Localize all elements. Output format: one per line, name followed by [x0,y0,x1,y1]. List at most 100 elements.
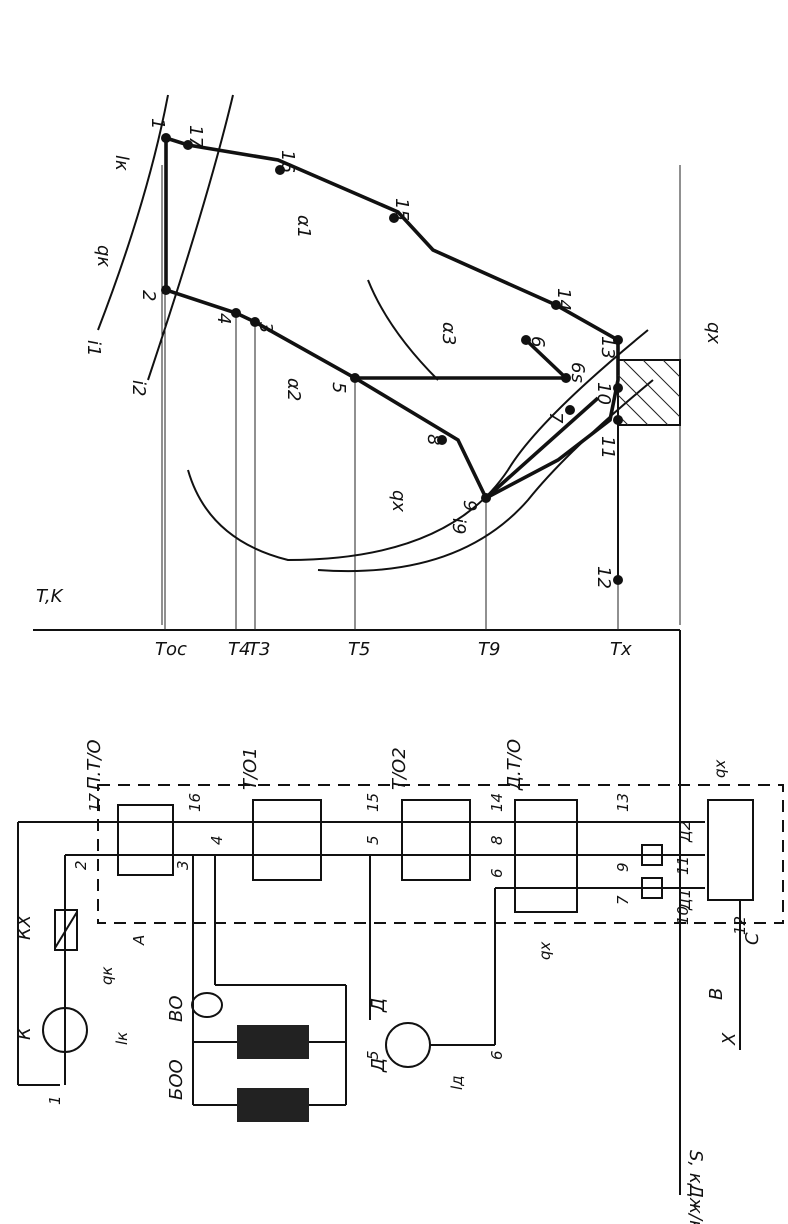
label-scheme-labels-a: А [130,935,148,946]
label-tos: Tос [155,639,187,660]
label-scheme-node_numbers-12: 11 [674,856,692,875]
label-ts_diagram-annotations-lk: lк [111,155,132,171]
block-c [707,799,754,901]
label-ts_diagram-point_labels-9: 9 [459,500,480,511]
label-scheme-labels-d_small: Д [368,1058,389,1073]
label-scheme-blocks-c: С [742,932,763,945]
label-ts_diagram-point_labels-14: 14 [553,288,574,311]
label-scheme-node_numbers-6: 6 [488,868,506,878]
label-ts_diagram-point_labels-1: 2 [138,290,159,301]
label-scheme-labels-v: В [706,988,727,1000]
saturation-dome [187,329,649,562]
label-ts_diagram-annotations-a2: α2 [283,378,304,401]
label-scheme-node_numbers-3: 4 [208,835,226,845]
label-scheme-node_numbers-4: 5 [364,835,382,845]
process-6-6s [524,338,568,380]
label-scheme-labels-qk: qк [98,966,116,985]
throttle-d1 [641,877,663,899]
label-ts_diagram-point_labels-13: 13 [597,336,618,359]
label-t4: T4 [228,639,250,660]
label-scheme-node_numbers-14: 13 [614,793,632,812]
label-scheme-labels-d1: Д1 [676,889,694,911]
process-9-10 [484,396,600,500]
block-pto [117,804,174,876]
label-scheme-node_numbers-11: 10 [674,906,692,925]
label-ts_diagram-point_labels-10: 10 [593,382,614,405]
label-scheme-blocks-pto: П.Т/О [84,740,105,790]
label-ts_diagram-point_labels-17: 17 [185,125,206,148]
label-scheme-labels-d2: Д2 [676,821,694,843]
label-t3: T3 [248,639,270,660]
isobar-i1 [97,94,169,331]
label-ts_diagram-annotations-qx_top: qх [703,322,724,344]
ts-diagram: T,K S, кДж/кг·K Tос T4 T3 T5 T9 Tx [33,94,724,1224]
label-scheme-labels-d: Д [368,998,389,1013]
label-ts_diagram-point_labels-8: 8 [423,434,444,445]
boundary-a [97,784,784,924]
label-t5: T5 [348,639,370,660]
label-tx: Tx [610,639,632,660]
label-scheme-labels-k: К [14,1026,35,1040]
label-scheme-labels-qx_bot: qх [536,941,554,960]
label-scheme-labels-kx: КХ [14,914,35,940]
compressor [42,1007,88,1053]
cycle-points [161,133,623,585]
label-scheme-node_numbers-18: 17 [86,792,104,812]
label-ts_diagram-point_labels-0: 1 [147,118,168,129]
label-scheme-labels-vo: ВО [166,995,187,1022]
label-ts_diagram-annotations-a1: α1 [293,215,314,238]
label-ts_diagram-annotations-qx_mid: qх [388,490,409,512]
label-ts_diagram-point_labels-16: 16 [277,150,298,173]
label-ts_diagram-point_labels-11: 11 [597,436,618,459]
label-scheme-labels-x: Х [719,1032,740,1046]
label-scheme-node_numbers-13: 12 [731,916,749,935]
expander [385,1022,431,1068]
label-scheme-node_numbers-1: 2 [72,860,90,870]
label-scheme-node_numbers-2: 3 [174,860,192,870]
curve-a3 [367,279,439,381]
adsorber-2 [237,1088,309,1122]
label-ts_diagram-annotations-a3: α3 [438,322,459,345]
label-ts_diagram-point_labels-4: 5 [328,382,349,393]
label-scheme-node_numbers-9: 8 [488,835,506,845]
moisture-separator [191,992,223,1018]
label-ts_diagram-point_labels-5: 6 [527,336,548,347]
label-ts_diagram-point_labels-2: 3 [255,322,276,333]
label-scheme-labels-lk: lк [113,1032,131,1045]
label-ts_diagram-annotations-qk: qк [93,245,114,267]
label-scheme-blocks-t01: Т/О1 [240,747,261,790]
isobar-i2 [147,94,234,381]
label-scheme-node_numbers-16: 15 [364,793,382,812]
label-scheme-labels-boo: БОО [166,1059,187,1100]
rotated-sheet: T,K S, кДж/кг·K Tос T4 T3 T5 T9 Tx [33,94,724,1224]
label-scheme-labels-qx_top: qх [711,759,729,778]
t-axis-label: T,K [36,586,64,607]
label-ts_diagram-annotations-i1: i1 [83,340,104,356]
cycle-process [164,135,620,501]
label-scheme-node_numbers-17: 16 [186,793,204,812]
s-axis-label: S, кДж/кг·K [685,1150,706,1224]
label-scheme-blocks-dto: Д.Т/О [504,739,525,791]
label-scheme-node_numbers-5: 5 [364,1050,382,1060]
cold-zone-hatch [617,359,681,426]
block-t02 [401,799,471,881]
block-t01 [252,799,322,881]
label-scheme-node_numbers-7: 6 [488,1050,506,1060]
block-dto [514,799,578,913]
label-ts_diagram-point_labels-15: 15 [391,198,412,221]
label-scheme-blocks-t02: Т/О2 [389,747,410,790]
label-scheme-node_numbers-8: 7 [614,895,632,905]
label-ts_diagram-point_labels-6: 6s [567,362,588,383]
label-ts_diagram-annotations-i9: i9 [448,518,469,534]
label-scheme-node_numbers-10: 9 [614,862,632,872]
label-scheme-labels-ld: lд [448,1075,466,1090]
adsorber-1 [237,1025,309,1059]
flow-scheme: П.Т/О Т/О1 Т/О2 Д.Т/О С К КХ qк lк А ВО … [14,739,784,1122]
label-ts_diagram-point_labels-12: 12 [593,566,614,589]
throttle-d2 [641,844,663,866]
cooler-kx [54,909,78,951]
label-scheme-node_numbers-15: 14 [488,793,506,812]
label-ts_diagram-point_labels-3: 4 [213,313,234,324]
label-ts_diagram-point_labels-7: 7 [545,412,566,424]
